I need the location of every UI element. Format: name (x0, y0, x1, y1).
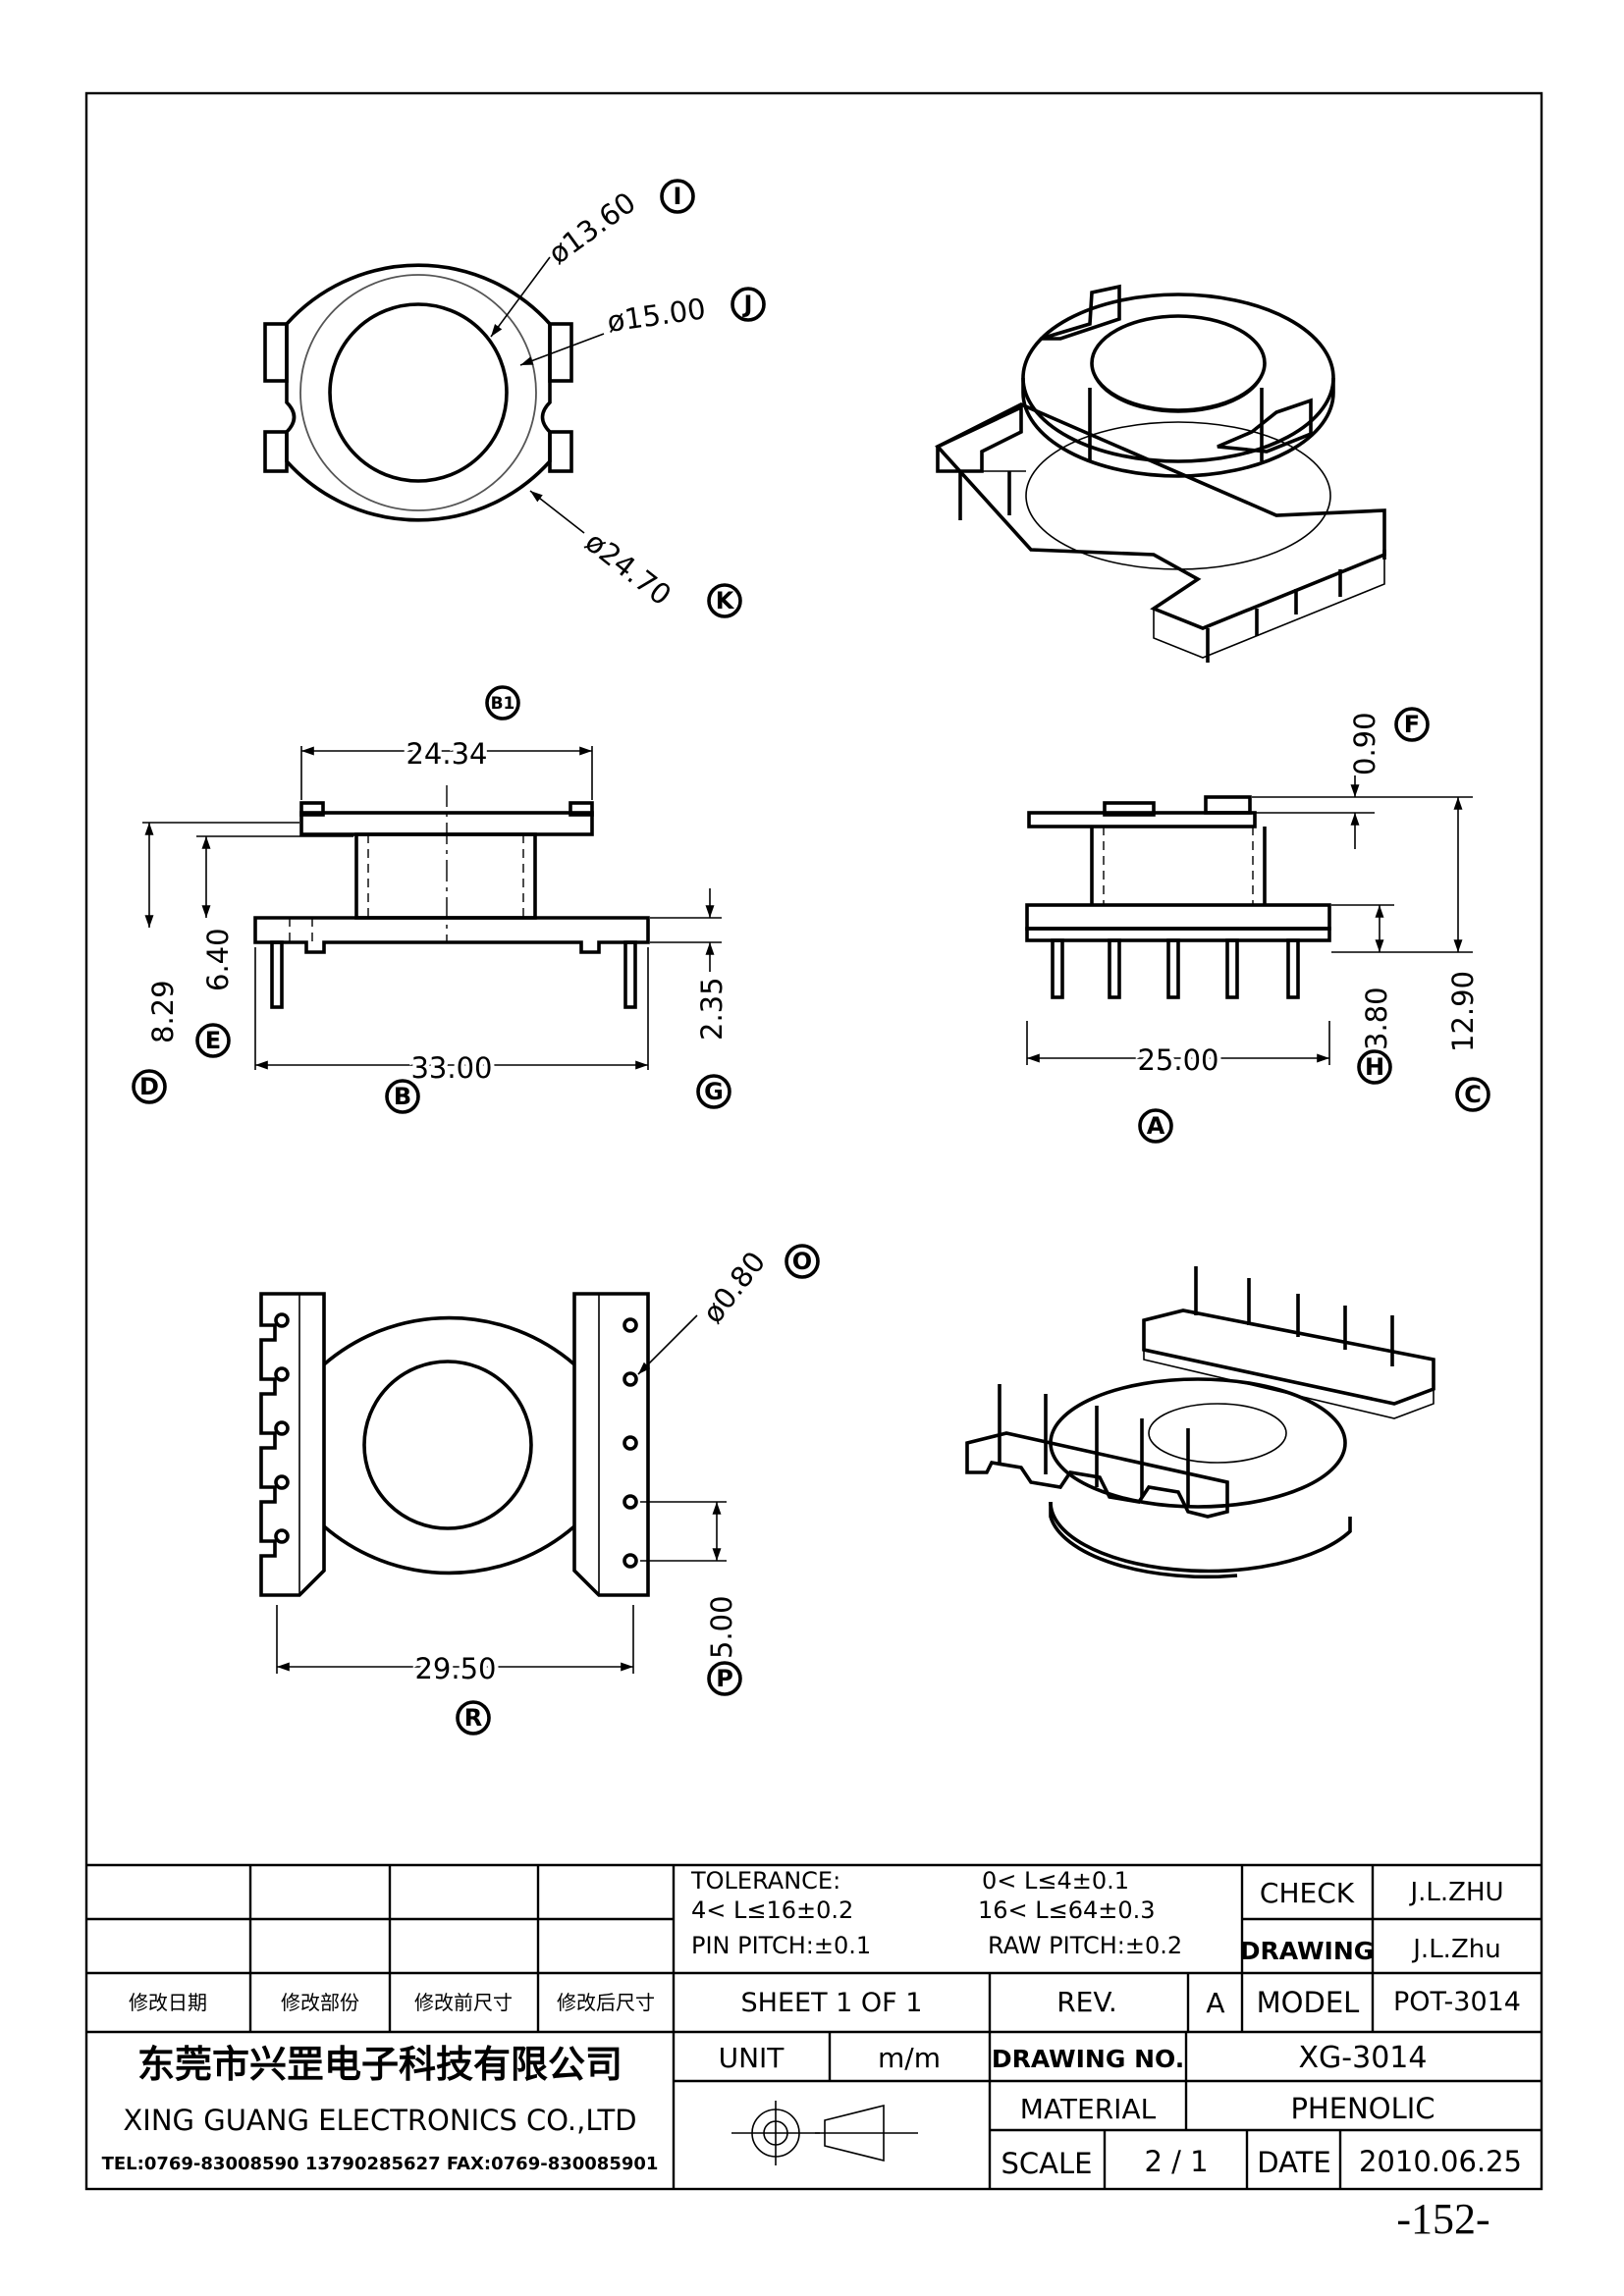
rev-header-date: 修改日期 (129, 1991, 207, 2014)
dim-width-top: 24.34 (406, 737, 487, 771)
bottom-view: ø0.80 5.00 29.50 O P R (259, 1244, 820, 1735)
top-view: ø13.60 ø15.00 ø24.70 I J K (263, 179, 766, 618)
callout-f: F (1404, 711, 1420, 738)
check-label: CHECK (1260, 1877, 1355, 1909)
dim-dia-inner: ø13.60 (542, 186, 642, 271)
date-label: DATE (1257, 2146, 1330, 2179)
tolerance-2: 4< L≤16±0.2 (691, 1896, 853, 1924)
callout-k: K (716, 587, 735, 614)
drawing-label: DRAWING (1240, 1937, 1375, 1965)
sheet-border (84, 91, 1543, 2191)
company-name-en: XING GUANG ELECTRONICS CO.,LTD (123, 2104, 636, 2137)
dim-pin-pitch: 5.00 (705, 1595, 738, 1659)
title-block: TOLERANCE: 0< L≤4±0.1 4< L≤16±0.2 16< L≤… (86, 1863, 1542, 2189)
callout-g: G (704, 1078, 724, 1105)
tolerance-label: TOLERANCE: (690, 1867, 840, 1895)
dim-width-base: 29.50 (414, 1652, 496, 1685)
isometric-view-bottom (965, 1266, 1435, 1579)
callout-a: A (1147, 1112, 1165, 1140)
side-view: 25.00 0.90 3.80 12.90 F H C A (1025, 707, 1490, 1144)
unit-value: m/m (878, 2042, 941, 2074)
company-contact: TEL:0769-83008590 13790285627 FAX:0769-8… (102, 2154, 659, 2174)
scale-label: SCALE (1001, 2147, 1093, 2180)
callout-c: C (1464, 1081, 1482, 1108)
drawing-no-value: XG-3014 (1299, 2041, 1428, 2075)
check-value: J.L.ZHU (1408, 1878, 1503, 1907)
dim-height-g: 2.35 (695, 977, 729, 1041)
dim-width-bottom: 33.00 (410, 1051, 492, 1085)
callout-d: D (139, 1073, 159, 1100)
tolerance-3: 16< L≤64±0.3 (978, 1896, 1156, 1924)
callout-h: H (1365, 1053, 1384, 1081)
dim-height-e: 6.40 (201, 928, 235, 991)
raw-pitch: RAW PITCH:±0.2 (988, 1932, 1182, 1959)
callout-i: I (674, 183, 682, 210)
rev-value: A (1206, 1987, 1224, 2019)
dim-height-d: 8.29 (146, 980, 180, 1043)
isometric-view-top (935, 284, 1386, 663)
dim-height-c: 12.90 (1446, 971, 1480, 1052)
callout-o: O (792, 1248, 812, 1275)
page-number: -152- (1396, 2195, 1490, 2243)
callout-e: E (205, 1027, 221, 1054)
projection-symbol (731, 2101, 918, 2165)
model-value: POT-3014 (1393, 1987, 1521, 2017)
unit-label: UNIT (719, 2042, 785, 2074)
rev-label: REV. (1056, 1986, 1117, 2018)
tolerance-1: 0< L≤4±0.1 (982, 1867, 1129, 1895)
callout-b1: B1 (491, 694, 515, 714)
date-value: 2010.06.25 (1359, 2145, 1522, 2178)
callout-b: B (394, 1083, 411, 1110)
pin-pitch: PIN PITCH:±0.1 (691, 1932, 871, 1959)
material-value: PHENOLIC (1290, 2092, 1435, 2125)
sheet-info: SHEET 1 OF 1 (741, 1988, 923, 2018)
dim-pin-dia: ø0.80 (696, 1246, 772, 1330)
callout-r: R (464, 1704, 482, 1732)
material-label: MATERIAL (1020, 2093, 1157, 2125)
dim-dia-outer: ø24.70 (579, 525, 677, 613)
model-label: MODEL (1257, 1986, 1360, 2019)
drawing-value: J.L.Zhu (1411, 1935, 1500, 1964)
rev-header-before: 修改前尺寸 (414, 1991, 513, 2014)
dim-dia-flange: ø15.00 (605, 292, 708, 339)
drawing-no-label: DRAWING NO. (992, 2045, 1184, 2073)
company-name-cn: 东莞市兴罡电子科技有限公司 (137, 2043, 623, 2086)
dim-width-side: 25.00 (1137, 1043, 1218, 1077)
dim-height-h: 3.80 (1360, 987, 1393, 1050)
front-view: 24.34 8.29 6.40 33.00 2.35 B1 D E B G (132, 685, 731, 1114)
rev-header-after: 修改后尺寸 (557, 1991, 655, 2014)
dim-height-f: 0.90 (1348, 712, 1381, 775)
callout-j: J (742, 291, 753, 318)
scale-value: 2 / 1 (1144, 2145, 1208, 2178)
rev-header-part: 修改部份 (281, 1991, 359, 2014)
callout-p: P (716, 1665, 733, 1692)
